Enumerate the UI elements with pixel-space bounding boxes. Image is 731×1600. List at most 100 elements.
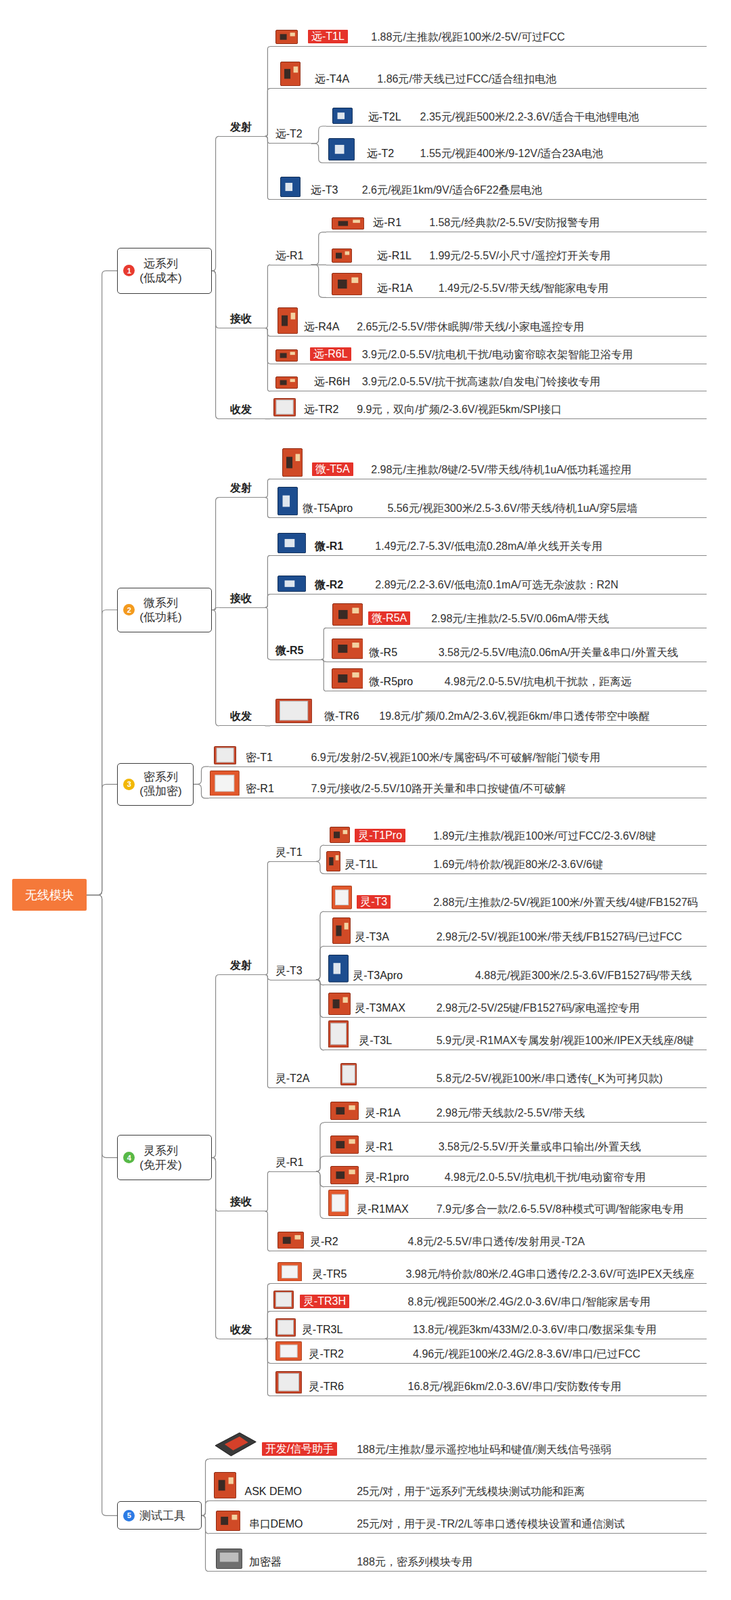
module-icon (332, 917, 351, 944)
pcb-board (331, 248, 352, 262)
module-spec: 5.9元/灵-R1MAX专属发射/视距100米/IPEX天线座/8键 (436, 1033, 695, 1048)
module-spec: 4.98元/2.0-5.5V/抗电机干扰款，距离远 (444, 674, 633, 689)
module-spec: 3.58元/2-5.5V/开关量或串口输出/外置天线 (438, 1139, 642, 1154)
module-name: 密-R1 (245, 781, 275, 796)
branch-line (265, 1338, 271, 1395)
pcb-board (277, 576, 306, 592)
branch-line (211, 609, 220, 726)
module-item: 远-R1L1.99元/2-5.5V/小尺寸/遥控灯开关专用 (326, 247, 707, 266)
branch-line (265, 974, 271, 1088)
pcb-pad (351, 276, 359, 283)
group-item: 微-R5 (270, 642, 321, 660)
pcb-board (277, 532, 306, 553)
module-name: 微-R1 (314, 539, 344, 553)
module-icon (277, 307, 298, 334)
group-name: 灵-T3 (275, 963, 303, 978)
branch-line (265, 1210, 271, 1251)
module-item: 远-R4A 2.65元/2-5.5V/带休眠脚/带天线/小家电遥控专用 (270, 306, 707, 337)
module-icon (215, 1510, 241, 1531)
module-icon (275, 698, 313, 723)
module-icon (331, 885, 352, 910)
module-item: 远-R6L3.9元/2.0-5.5V/抗电机干扰/电动窗帘晾衣架智能卫浴专用 (270, 346, 707, 365)
branch-line (211, 270, 220, 419)
module-icon (331, 638, 364, 659)
pcb-board (328, 1020, 349, 1048)
module-name: 密-T1 (245, 750, 273, 765)
branch-line (316, 979, 325, 1050)
pcb-pad (289, 379, 295, 383)
module-name: 微-T5Apro (302, 501, 353, 516)
module-name: ASK DEMO (245, 1484, 302, 1498)
module-name: 灵-T3Apro (352, 968, 403, 983)
pcb-board (277, 487, 298, 516)
pcb-board (273, 1290, 294, 1308)
pcb-chip (337, 112, 346, 120)
pcb-board (331, 638, 363, 659)
module-name: 微-R5 (368, 645, 398, 660)
module-name: 灵-TR2 (308, 1346, 344, 1361)
callout-number: 2 (123, 603, 135, 616)
module-spec: 4.8元/2-5.5V/串口透传/发射用灵-T2A (408, 1234, 585, 1249)
module-item: 灵-TR3H8.8元/视距500米/2.4G/2.0-3.6V/串口/智能家居专… (270, 1289, 707, 1312)
shield-can (275, 1292, 292, 1307)
module-spec: 5.56元/视距300米/2.5-3.6V/带天线/待机1uA/穿5层墙 (387, 501, 638, 516)
module-item: 灵-T1L1.69元/特价款/视距80米/2-3.6V/6键 (324, 850, 707, 874)
module-name: 灵-R1 (364, 1139, 394, 1154)
pcb-pad (351, 672, 359, 678)
pcb-pad (228, 1476, 234, 1484)
series-name: 灵系列 (143, 1143, 179, 1158)
pcb-chip (335, 144, 345, 154)
shield-can (331, 1193, 345, 1211)
category-item: 发射 (219, 957, 266, 975)
module-item: 微-R11.49元/2.7-5.3V/低电流0.28mA/单火线开关专用 (270, 532, 707, 556)
module-name: 微-R2 (314, 578, 344, 592)
module-name: 灵-TR3L (301, 1322, 343, 1337)
module-spec: 1.55元/视距400米/9-12V/适合23A电池 (420, 146, 604, 161)
series-name: 远系列 (143, 256, 179, 271)
branch-line (316, 911, 325, 980)
pcb-board (214, 1472, 237, 1498)
module-item: 远-T21.55元/视距400米/9-12V/适合23A电池 (326, 137, 707, 164)
pcb-chip (337, 644, 348, 653)
module-spec: 3.58元/2-5.5V/电流0.06mA/开关量&串口/外置天线 (438, 645, 679, 660)
branch-line (265, 418, 271, 419)
branch-line (265, 136, 271, 199)
pcb-board (277, 1231, 304, 1249)
branch-line (193, 783, 210, 799)
pcb-board (333, 917, 351, 943)
pcb-board (331, 668, 363, 689)
module-icon (331, 217, 365, 230)
series-text: 灵系列(免开发) (139, 1143, 182, 1172)
branch-line (201, 1514, 210, 1571)
module-name: 远-T3 (310, 183, 338, 197)
module-item: 灵-TR616.8元/视距6km/2.0-3.6V/串口/安防数传专用 (270, 1369, 707, 1396)
series-text: 微系列(低功耗) (139, 595, 182, 625)
module-name: 远-R4A (303, 320, 340, 334)
branch-line (316, 860, 325, 874)
module-item: 灵-R1MAX7.9元/多合一款/2.6-5.5V/8种模式可调/智能家电专用 (324, 1188, 707, 1219)
module-spec: 2.65元/2-5.5V/带休眠脚/带天线/小家电遥控专用 (356, 320, 585, 334)
pcb-board (273, 397, 296, 416)
category-name: 收发 (230, 402, 252, 417)
module-item: 灵-T3MAX2.98元/2-5V/25键/FB1527码/家电遥控专用 (324, 991, 707, 1018)
module-icon (282, 448, 303, 477)
series-note: (低成本) (139, 270, 182, 285)
branch-line (316, 844, 325, 861)
module-spec: 2.98元/主推款/8键/2-5V/带天线/待机1uA/低功耗遥控用 (370, 462, 632, 477)
module-icon (332, 107, 353, 124)
shield-can (342, 1064, 355, 1083)
module-item: 远-R1A1.49元/2-5.5V/带天线/智能家电专用 (326, 272, 707, 298)
category-name: 发射 (230, 120, 252, 135)
module-name: 远-T2L (368, 110, 402, 124)
module-icon (326, 850, 341, 872)
branch-line (310, 143, 327, 164)
series-note: (免开发) (139, 1157, 182, 1172)
group-name: 灵-R1 (275, 1155, 304, 1169)
category-name: 发射 (230, 958, 252, 972)
pcb-pad (232, 1514, 238, 1520)
branch-line (265, 264, 271, 328)
branch-line (265, 607, 271, 660)
pcb-pad (348, 1138, 355, 1144)
module-item: 灵-TR3L13.8元/视距3km/433M/2.0-3.6V/串口/数据采集专… (270, 1317, 707, 1339)
